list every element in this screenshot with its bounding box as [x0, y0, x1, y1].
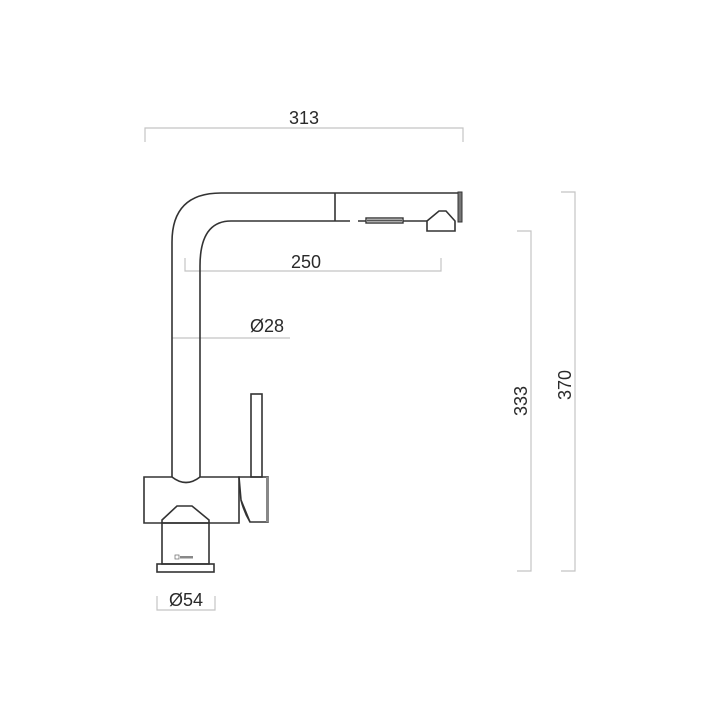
faucet-outline [143, 191, 463, 573]
dimension-spout-height: 333 [511, 230, 532, 572]
dimension-label-313: 313 [289, 108, 319, 128]
dimension-label-250: 250 [291, 252, 321, 272]
faucet-body [143, 476, 240, 524]
pull-out-head [334, 191, 463, 232]
lever-hub [238, 476, 269, 523]
dimension-label-370: 370 [555, 370, 575, 400]
dimension-spout-reach: 250 [184, 252, 442, 272]
dimension-overall-height: 370 [555, 191, 576, 572]
brand-logo [174, 554, 193, 560]
dimension-base-diameter: Ø54 [156, 590, 216, 611]
lever-handle [250, 393, 263, 478]
head-end-cap [457, 191, 463, 223]
dimension-overall-reach: 313 [144, 108, 464, 142]
body-lower-taper [161, 505, 210, 523]
spout-inner-wall [199, 220, 336, 477]
dimension-spout-diameter: Ø28 [172, 316, 290, 339]
dimension-label-333: 333 [511, 386, 531, 416]
base-flange [156, 563, 215, 573]
spout-outer-wall [171, 192, 458, 477]
dimension-label-d54: Ø54 [169, 590, 203, 610]
spray-nozzle [426, 210, 456, 232]
spray-button [365, 217, 404, 224]
dimension-label-d28: Ø28 [250, 316, 284, 336]
